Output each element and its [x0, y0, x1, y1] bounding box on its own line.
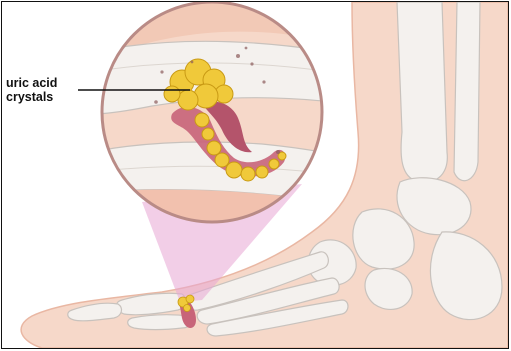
tibia-bone — [397, 2, 447, 182]
annotation-line-2: crystals — [6, 90, 57, 104]
fibula-bone — [454, 2, 480, 181]
annotation-line-1: uric acid — [6, 76, 57, 90]
annotation-label: uric acid crystals — [6, 76, 57, 104]
gout-foot-diagram — [2, 2, 508, 348]
magnified-joint — [92, 2, 332, 232]
